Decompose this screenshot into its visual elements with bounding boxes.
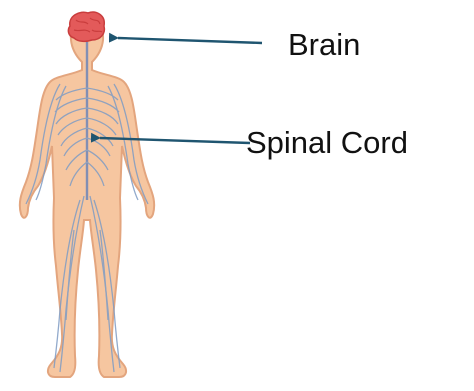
spinal-cord-label: Spinal Cord <box>246 127 408 158</box>
brain-icon <box>68 12 104 41</box>
brain-label: Brain <box>288 29 360 60</box>
brain-arrow <box>118 38 262 43</box>
